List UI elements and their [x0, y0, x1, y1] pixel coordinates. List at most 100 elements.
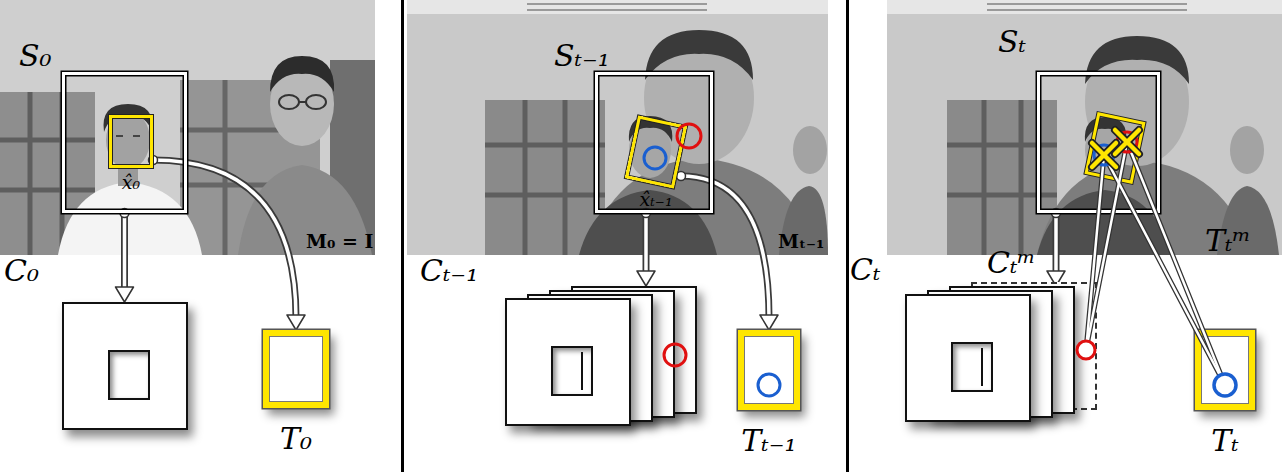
illustration-shape	[279, 95, 299, 109]
transform-label: M₀ = I	[306, 232, 373, 251]
illustration-shape	[1094, 145, 1114, 165]
illustration-shape	[779, 186, 828, 255]
illustration-shape	[947, 100, 1057, 255]
illustration-shape	[58, 182, 202, 255]
illustration-shape	[1092, 143, 1116, 167]
illustration-shape	[133, 135, 140, 137]
target-outline	[625, 116, 687, 189]
illustration-shape	[485, 193, 605, 198]
context-label: Cₜᵐ	[987, 248, 1036, 278]
arrow-head	[760, 315, 778, 330]
arrow-body	[1054, 213, 1058, 274]
illustration-shape	[1230, 126, 1264, 174]
template-label: Tₜ₋₁	[741, 426, 796, 456]
context-card	[905, 294, 1031, 422]
illustration-shape	[677, 124, 701, 148]
arrow-start	[149, 156, 158, 165]
illustration-shape	[1092, 130, 1139, 167]
illustration-shape	[1086, 114, 1143, 182]
illustration-shape	[407, 0, 828, 14]
illustration-shape	[887, 0, 1282, 255]
illustration-shape	[485, 143, 605, 148]
illustration-shape	[523, 100, 528, 255]
illustration-shape	[223, 80, 228, 255]
illustration-shape	[407, 0, 828, 255]
illustration-shape	[947, 193, 1057, 198]
target-box: x̂₀	[109, 115, 153, 168]
target-hole	[951, 342, 993, 392]
arrow-head	[287, 315, 305, 330]
arrow-outline	[153, 160, 296, 318]
flow-arrow	[1047, 209, 1065, 287]
target-hole	[551, 346, 593, 396]
illustration-shape	[527, 3, 707, 5]
illustration-shape	[299, 101, 306, 103]
illustration-shape	[887, 0, 1282, 14]
arrow-body	[153, 160, 296, 318]
illustration-shape	[947, 143, 1057, 148]
illustration-shape	[279, 95, 326, 109]
arrow-outline	[121, 213, 128, 290]
video-frame	[407, 0, 828, 255]
video-frame	[887, 0, 1282, 255]
illustration-shape	[1117, 132, 1137, 152]
illustration-shape	[116, 135, 140, 137]
window-label: Sₜ₋₁	[554, 41, 610, 71]
hole-edge	[981, 348, 983, 386]
arrow-outline	[643, 213, 650, 274]
context-stack: C₀	[62, 302, 188, 430]
arrow-start	[120, 209, 129, 218]
illustration-shape	[1115, 130, 1139, 154]
panel-divider	[401, 0, 404, 472]
context-card	[62, 302, 188, 430]
search-window: Sₜ	[1037, 72, 1160, 213]
illustration-shape	[1086, 114, 1143, 182]
context-stack: Cₜ₋₁	[505, 286, 697, 426]
arrow-head	[116, 287, 134, 302]
template-box: Tₜ	[1195, 330, 1255, 410]
illustration-shape	[527, 9, 707, 11]
illustration-shape	[1092, 143, 1116, 167]
arrow-start	[642, 209, 651, 218]
template-box: Tₜ₋₁	[738, 330, 800, 410]
illustration-shape	[1115, 130, 1139, 154]
window-label: S₀	[19, 41, 52, 71]
illustration-shape	[527, 4, 707, 10]
search-window: S₀x̂₀	[62, 72, 187, 213]
illustration-shape	[987, 9, 1187, 11]
position-label: x̂ₜ₋₁	[639, 190, 672, 209]
template-label: Tₜ	[1211, 426, 1238, 456]
illustration-shape	[1092, 130, 1139, 167]
template-label: T₀	[280, 424, 312, 454]
position-label: x̂₀	[122, 173, 140, 192]
target-hole	[108, 350, 150, 400]
illustration-shape	[270, 56, 334, 92]
illustration-shape	[629, 116, 672, 142]
arrow-body	[123, 213, 127, 290]
context-label: C₀	[4, 256, 39, 286]
illustration-shape	[793, 126, 827, 174]
illustration-shape	[116, 135, 123, 137]
illustration-shape	[28, 92, 33, 255]
illustration-shape	[0, 188, 95, 193]
context-stack: Cₜ	[905, 286, 1075, 422]
illustration-shape	[1092, 143, 1116, 167]
flow-arrow	[637, 209, 655, 287]
arrow-body	[644, 213, 648, 274]
illustration-shape	[1085, 117, 1127, 142]
illustration-shape	[1092, 130, 1139, 167]
illustration-shape	[563, 100, 568, 255]
video-frame	[0, 0, 375, 255]
illustration-shape	[1037, 160, 1252, 255]
context-label: Cₜ	[850, 255, 880, 285]
window-label: Sₜ	[998, 27, 1026, 57]
matched-template-label: Tₜᵐ	[1205, 226, 1251, 256]
illustration-shape	[644, 147, 666, 169]
illustration-shape	[947, 100, 1057, 255]
arrow-head	[637, 271, 655, 286]
flow-arrow	[116, 209, 134, 303]
illustration-shape	[106, 111, 150, 169]
context-label: Cₜ₋₁	[420, 256, 478, 286]
illustration-shape	[306, 95, 326, 109]
